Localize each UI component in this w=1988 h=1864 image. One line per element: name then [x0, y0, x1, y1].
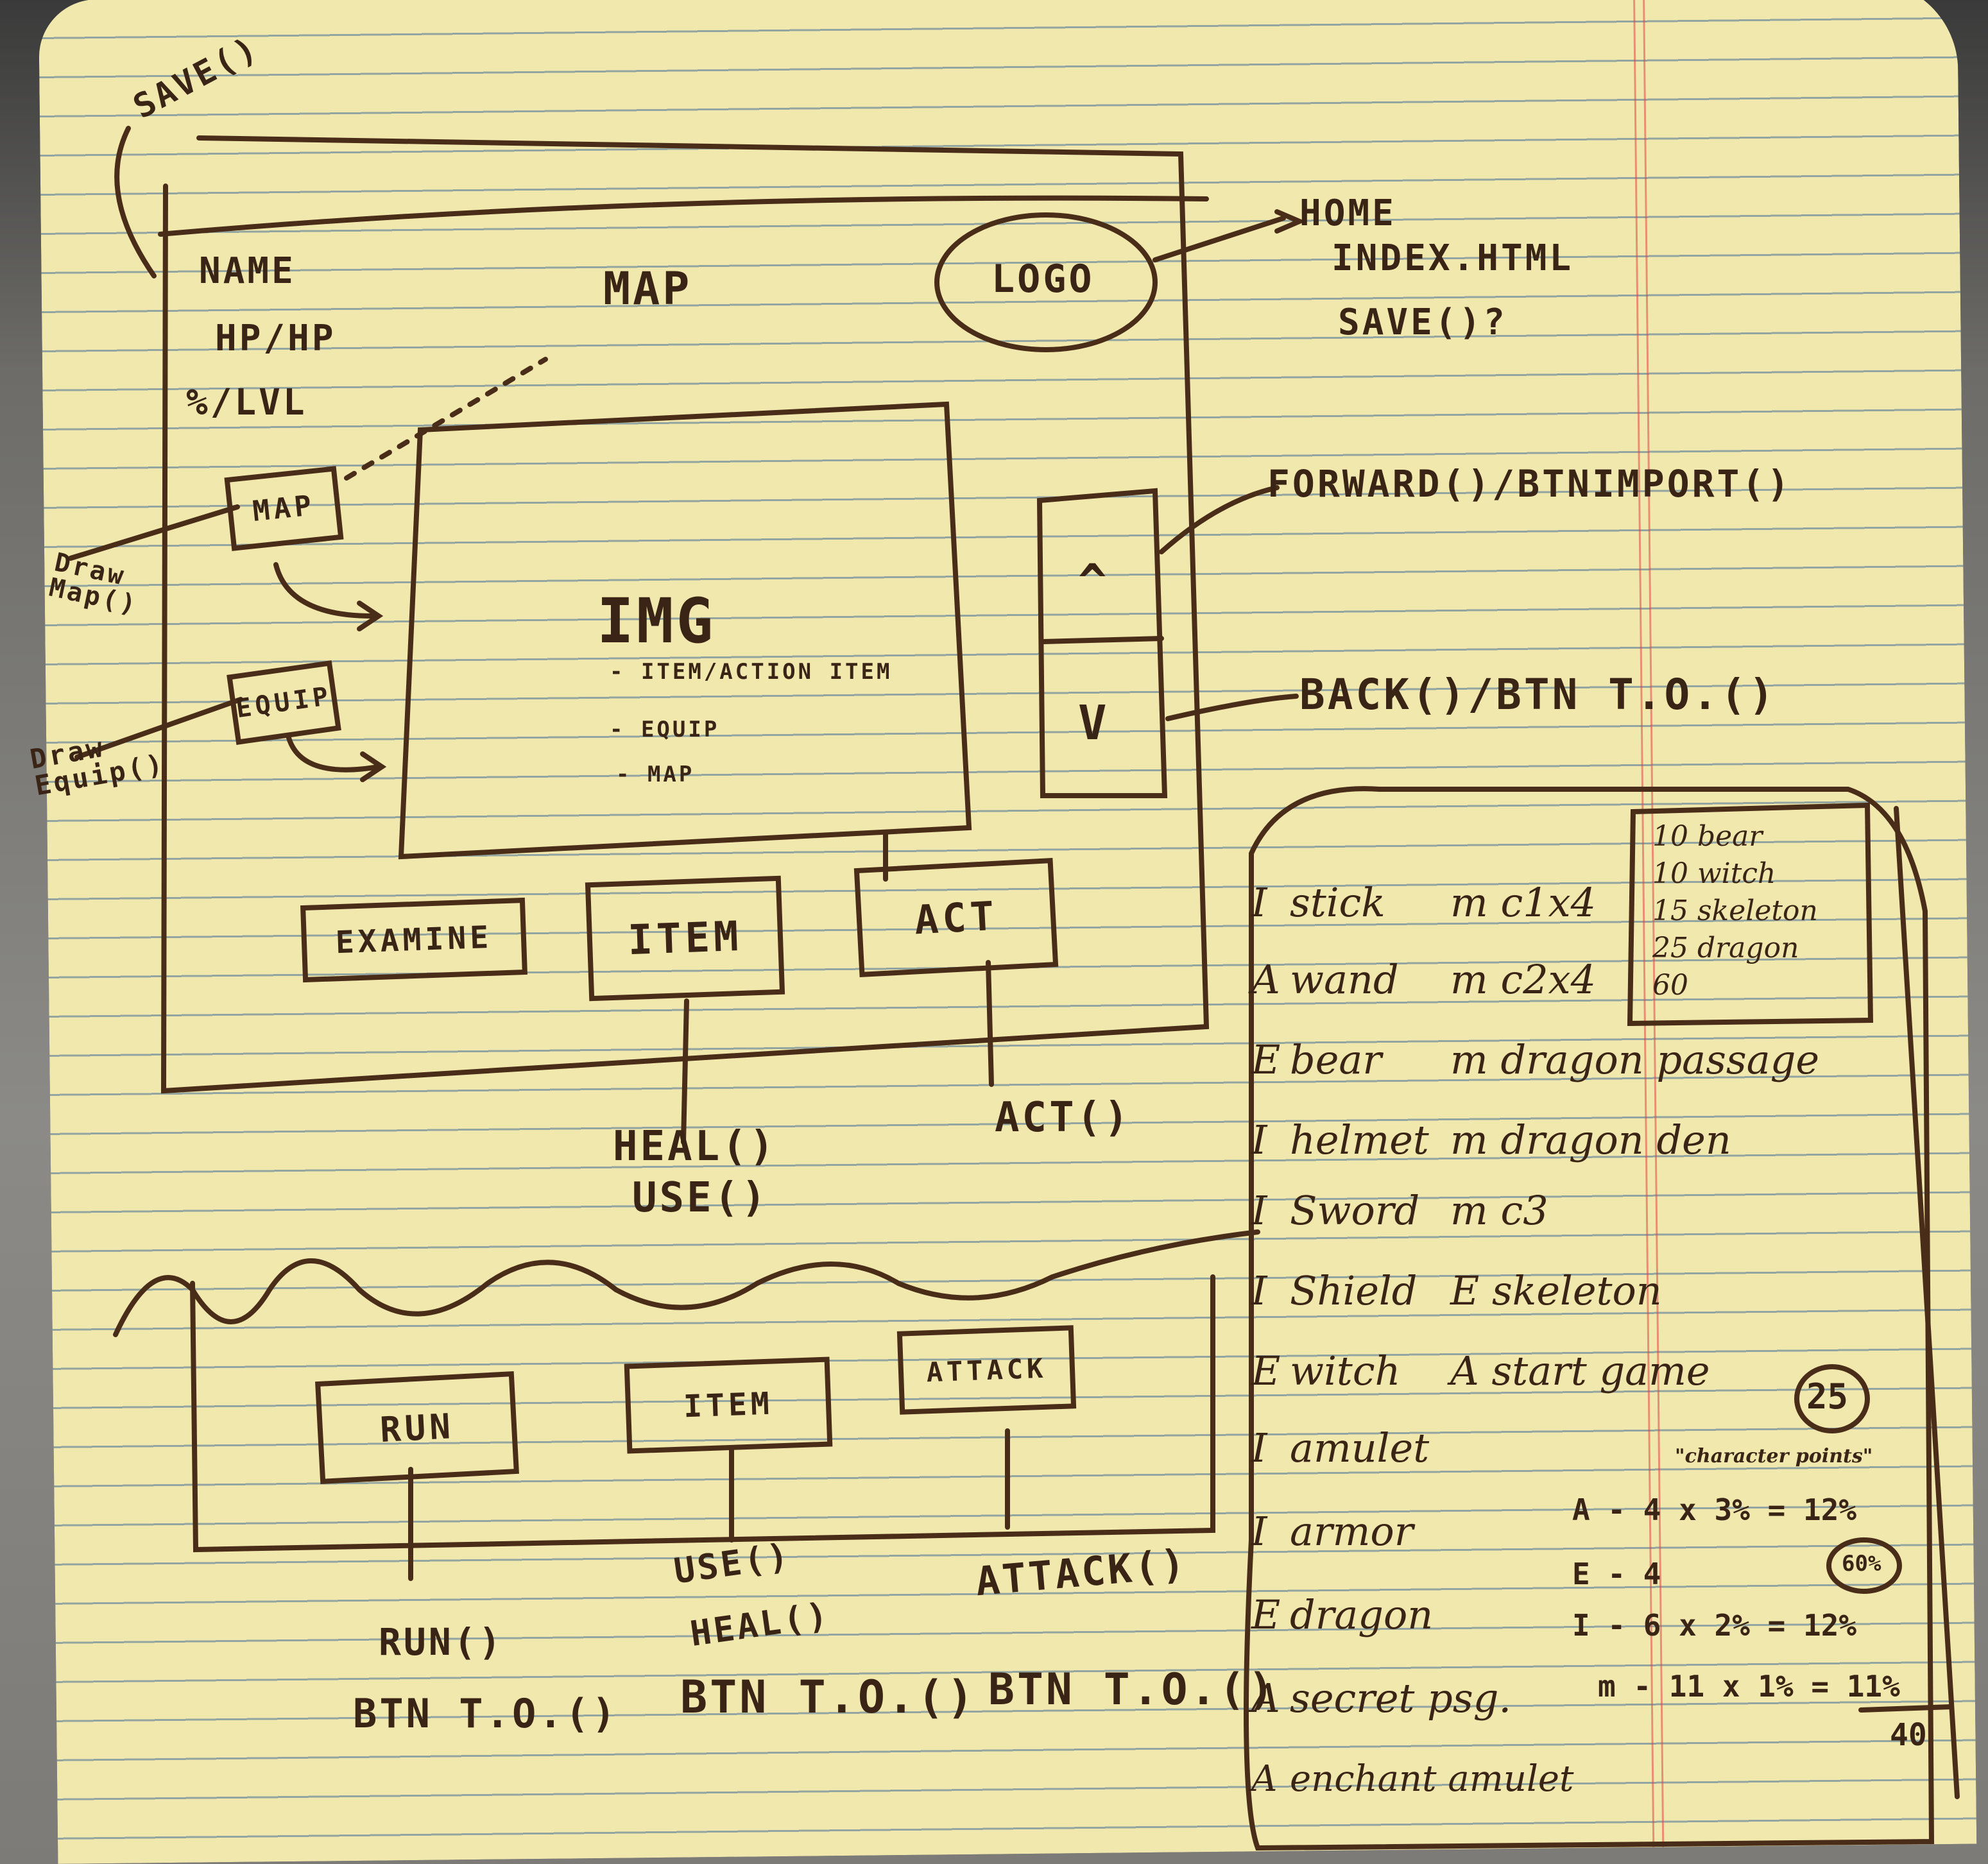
act-button[interactable]: ACT	[853, 858, 1059, 977]
attack-button-label: ATTACK	[925, 1352, 1048, 1388]
total-score: 40	[1890, 1717, 1927, 1753]
circled-score: 25	[1806, 1376, 1849, 1417]
legend-row: 10 witch	[1652, 857, 1776, 890]
name-stat: NAME	[199, 250, 296, 292]
item-bto-annotation: BTN T.O.()	[680, 1671, 977, 1723]
attack-bto-annotation: BTN T.O.()	[988, 1664, 1277, 1715]
examine-button-label: EXAMINE	[334, 919, 493, 961]
legend-row: 60	[1652, 969, 1688, 1002]
legend-row: 10 bear	[1652, 820, 1763, 853]
legend-row: 15 skeleton	[1652, 894, 1818, 927]
equip-button[interactable]: EQUIP	[227, 660, 341, 745]
legend-row: 25 dragon	[1652, 932, 1799, 964]
use-annotation: USE()	[632, 1174, 769, 1222]
img-title: IMG	[597, 585, 716, 657]
battle-item-button-label: ITEM	[683, 1385, 774, 1425]
act-fn-annotation: ACT()	[995, 1094, 1131, 1141]
back-annotation: BACK()/BTN T.O.()	[1299, 670, 1777, 719]
heal-annotation: HEAL()	[613, 1123, 777, 1170]
save-question-annotation: SAVE()?	[1338, 302, 1508, 343]
item-button-label: ITEM	[627, 912, 743, 964]
calc-line: E - 4	[1572, 1557, 1661, 1591]
calc-line: m - 11 x 1% = 11%	[1598, 1669, 1900, 1704]
item-button[interactable]: ITEM	[585, 875, 785, 1002]
map-button-label: MAP	[251, 489, 317, 528]
home-annotation: HOME	[1299, 192, 1396, 234]
map-button[interactable]: MAP	[224, 466, 344, 551]
map-annotation: MAP	[603, 262, 692, 315]
examine-button[interactable]: EXAMINE	[300, 897, 527, 983]
run-button-label: RUN	[379, 1405, 456, 1450]
battle-item-button[interactable]: ITEM	[624, 1356, 833, 1454]
calc-line: I - 6 x 2% = 12%	[1572, 1608, 1857, 1643]
calc-circle: 60%	[1842, 1551, 1881, 1577]
calc-line: A - 4 x 3% = 12%	[1572, 1492, 1857, 1527]
img-item-equip: - EQUIP	[610, 717, 720, 742]
logo[interactable]: LOGO	[991, 257, 1095, 302]
score-legend: 10 bear 10 witch 15 skeleton 25 dragon 6…	[1652, 818, 1818, 1004]
run-button[interactable]: RUN	[315, 1371, 519, 1485]
img-item-action: - ITEM/ACTION ITEM	[610, 659, 893, 685]
level-stat: %/LVL	[186, 382, 307, 423]
run-fn-annotation: RUN()	[379, 1620, 504, 1664]
img-item-map: - MAP	[616, 762, 695, 787]
hp-stat: HP/HP	[215, 318, 336, 359]
run-bto-annotation: BTN T.O.()	[353, 1690, 619, 1737]
back-arrow-button[interactable]: V	[1078, 696, 1110, 751]
forward-annotation: FORWARD()/BTNIMPORT()	[1267, 462, 1792, 506]
equip-button-label: EQUIP	[234, 681, 334, 724]
index-annotation: INDEX.HTML	[1332, 237, 1574, 279]
act-button-label: ACT	[913, 892, 999, 943]
attack-button[interactable]: ATTACK	[896, 1325, 1077, 1415]
forward-arrow-button[interactable]: ^	[1078, 554, 1110, 610]
points-title: "character points"	[1675, 1445, 1873, 1467]
